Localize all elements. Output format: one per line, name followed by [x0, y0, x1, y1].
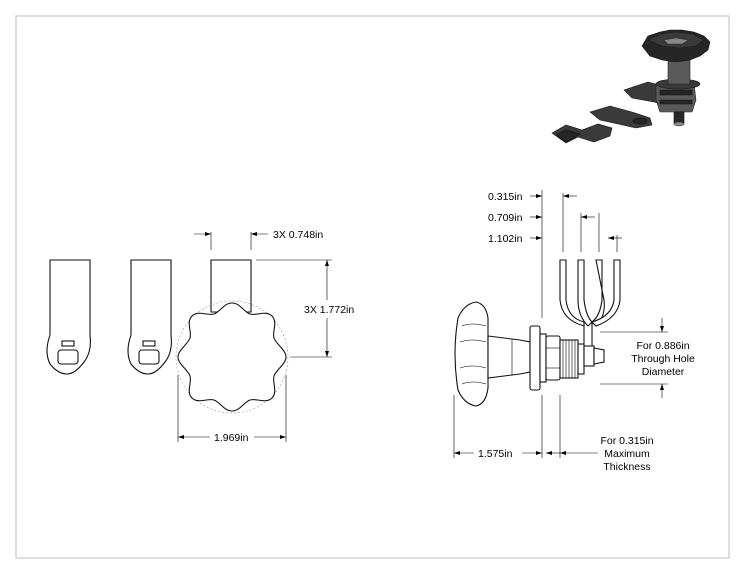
dim-body-length: 1.575in [453, 395, 543, 460]
dim-offsets: 0.315in 0.709in 1.102in [488, 190, 622, 318]
dim-thickness-line3: Thickness [603, 461, 650, 473]
dim-offset-1-label: 0.315in [488, 191, 523, 203]
dim-offset-3-label: 1.102in [488, 233, 523, 245]
dim-thickness: For 0.315in Maximum Thickness [546, 395, 654, 473]
cam-top-view-3 [210, 259, 252, 313]
dim-body-length-label: 1.575in [478, 448, 513, 460]
dim-knob-diameter-label: 1.969in [214, 432, 249, 444]
dim-cam-width-label: 3X 0.748in [273, 229, 323, 241]
dim-through-hole: For 0.886in Through Hole Diameter [600, 318, 695, 398]
dim-thickness-line2: Maximum [604, 448, 650, 460]
dim-cam-length-label: 3X 1.772in [304, 304, 354, 316]
dim-through-hole-line3: Diameter [642, 366, 685, 378]
dim-knob-diameter: 1.969in [177, 375, 287, 444]
dim-offset-2-label: 0.709in [488, 212, 523, 224]
drawing-border [15, 15, 730, 559]
latch-side-view [454, 259, 621, 407]
cam-top-view-2 [127, 259, 172, 375]
dim-through-hole-line1: For 0.886in [636, 340, 689, 352]
isometric-render [551, 29, 711, 144]
dim-thickness-line1: For 0.315in [600, 435, 653, 447]
cam-top-view-1 [46, 259, 91, 375]
dim-cam-width: 3X 0.748in [194, 229, 323, 250]
dim-through-hole-line2: Through Hole [631, 353, 695, 365]
star-knob-front-view [175, 300, 289, 414]
dim-cam-length: 3X 1.772in [256, 259, 354, 358]
